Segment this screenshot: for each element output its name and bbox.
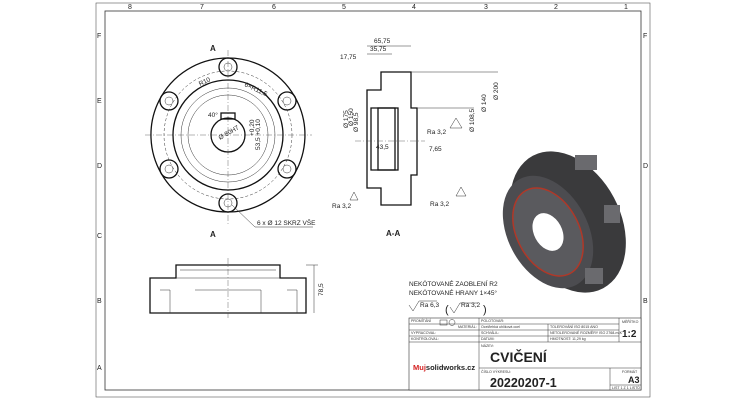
dim-d140: Ø 140 bbox=[481, 94, 488, 112]
dim-d108-5: Ø 108,5 bbox=[469, 108, 476, 132]
zone-markers: 8 7 6 5 4 3 2 1 F E D C B A F D B bbox=[97, 4, 648, 372]
dim-angle: 40° bbox=[208, 111, 218, 119]
sheet-inner-border bbox=[104, 10, 642, 391]
zone-row: D bbox=[643, 163, 648, 170]
section-label-top: A bbox=[210, 44, 216, 53]
zone-row: C bbox=[97, 233, 102, 240]
projection-symbol-icon bbox=[439, 319, 456, 326]
zone-row: F bbox=[643, 33, 647, 40]
zone-col: 4 bbox=[412, 4, 416, 11]
logo-mujsolidworks: Mujsolidworks.cz bbox=[413, 363, 475, 372]
dim-d98-5: Ø 98,5 bbox=[353, 112, 360, 132]
dim-d200: Ø 200 bbox=[493, 82, 500, 100]
zone-row: B bbox=[97, 298, 102, 305]
dim-key-tol: +0,20 bbox=[249, 119, 256, 136]
zone-col: 6 bbox=[272, 4, 276, 11]
tb-drawing-number: 20220207-1 bbox=[490, 376, 557, 390]
tb-blank: POLOTOVAR: bbox=[481, 319, 504, 323]
tb-material-label: MATERIÁL: bbox=[458, 325, 477, 329]
tb-mass: HMOTNOST: 11,29 kg bbox=[550, 337, 586, 341]
tb-checked: KONTROLOVAL: bbox=[411, 337, 439, 341]
tb-date: DATUM: bbox=[481, 337, 495, 341]
tb-drawing-name: CVIČENÍ bbox=[490, 348, 548, 365]
dim-height: 78,5 bbox=[318, 283, 325, 296]
tb-general-tolerance: NETOLEROVANÉ ROZMĚRY ISO 2768-m-K bbox=[550, 330, 623, 335]
section-label-bottom: A bbox=[210, 230, 216, 239]
tb-drawn-by: VYPRACOVAL: bbox=[411, 331, 436, 335]
zone-col: 3 bbox=[484, 4, 488, 11]
dim-holes: 6 x Ø 12 SKRZ VŠE bbox=[257, 218, 316, 227]
dim-r10: R10 bbox=[198, 76, 212, 88]
dim-7-65: 7,65 bbox=[429, 146, 442, 153]
roughness-label: Ra 3,2 bbox=[332, 203, 352, 210]
zone-row: A bbox=[97, 365, 102, 372]
tb-scale-label: MĚŘÍTKO bbox=[622, 319, 639, 324]
tb-format: A3 bbox=[628, 375, 640, 385]
roughness-label: Ra 3,2 bbox=[430, 201, 450, 208]
dim-key-depth: 53,5 +0,10 bbox=[255, 119, 262, 150]
tb-format-label: FORMÁT bbox=[622, 370, 638, 374]
tb-material: Ocel/lehká uhlíková ocel bbox=[481, 325, 520, 329]
note-fillets: NEKÓTOVANÉ ZAOBLENÍ R2 bbox=[409, 279, 498, 288]
zone-col: 5 bbox=[342, 4, 346, 11]
dim-35-75: 35,75 bbox=[370, 46, 387, 53]
dim-17-75: 17,75 bbox=[340, 54, 357, 61]
zone-col: 8 bbox=[128, 4, 132, 11]
roughness-label: Ra 3,2 bbox=[427, 129, 447, 136]
dim-d150: Ø 150 bbox=[348, 108, 355, 126]
zone-col: 1 bbox=[624, 4, 628, 11]
zone-row: D bbox=[97, 163, 102, 170]
note-chamfers: NEKÓTOVANÉ HRANY 1×45° bbox=[409, 288, 497, 297]
dim-d175: Ø 175 bbox=[343, 110, 350, 128]
zone-col: 2 bbox=[554, 4, 558, 11]
section-title: A-A bbox=[386, 229, 400, 238]
svg-text:(: ( bbox=[445, 304, 449, 316]
section-view-a-a: 65,75 35,75 17,75 Ø 175 Ø 150 Ø 98,5 Ø 1… bbox=[332, 38, 500, 238]
title-block: PROMÍTÁNÍ POLOTOVAR: MATERIÁL: Ocel/lehk… bbox=[408, 317, 642, 391]
roughness-other: Ra 3,2 bbox=[461, 302, 481, 309]
tb-approved: SCHVÁLIL: bbox=[481, 331, 499, 335]
roughness-main: Ra 6,3 bbox=[420, 302, 440, 309]
tb-number-label: ČÍSLO VÝKRESU: bbox=[481, 369, 511, 374]
zone-row: B bbox=[643, 298, 648, 305]
dim-65-75: 65,75 bbox=[374, 38, 391, 45]
tb-scale: 1:2 bbox=[622, 329, 637, 340]
zone-col: 7 bbox=[200, 4, 204, 11]
svg-text:): ) bbox=[483, 304, 487, 316]
tb-projection: PROMÍTÁNÍ bbox=[411, 319, 431, 323]
bottom-view: 78,5 bbox=[149, 258, 325, 318]
zone-row: F bbox=[97, 33, 101, 40]
tb-sheet: LIST 1 Z 1 LISTŮ bbox=[612, 385, 640, 390]
tb-name-label: NÁZEV: bbox=[481, 344, 494, 348]
zone-row: E bbox=[97, 98, 102, 105]
isometric-render bbox=[502, 151, 626, 293]
general-notes: NEKÓTOVANÉ ZAOBLENÍ R2 NEKÓTOVANÉ HRANY … bbox=[408, 279, 498, 316]
tb-tolerancing: TOLEROVÁNÍ ISO 8015 ANO bbox=[550, 325, 598, 329]
dim-43-5: 43,5 bbox=[376, 144, 389, 151]
